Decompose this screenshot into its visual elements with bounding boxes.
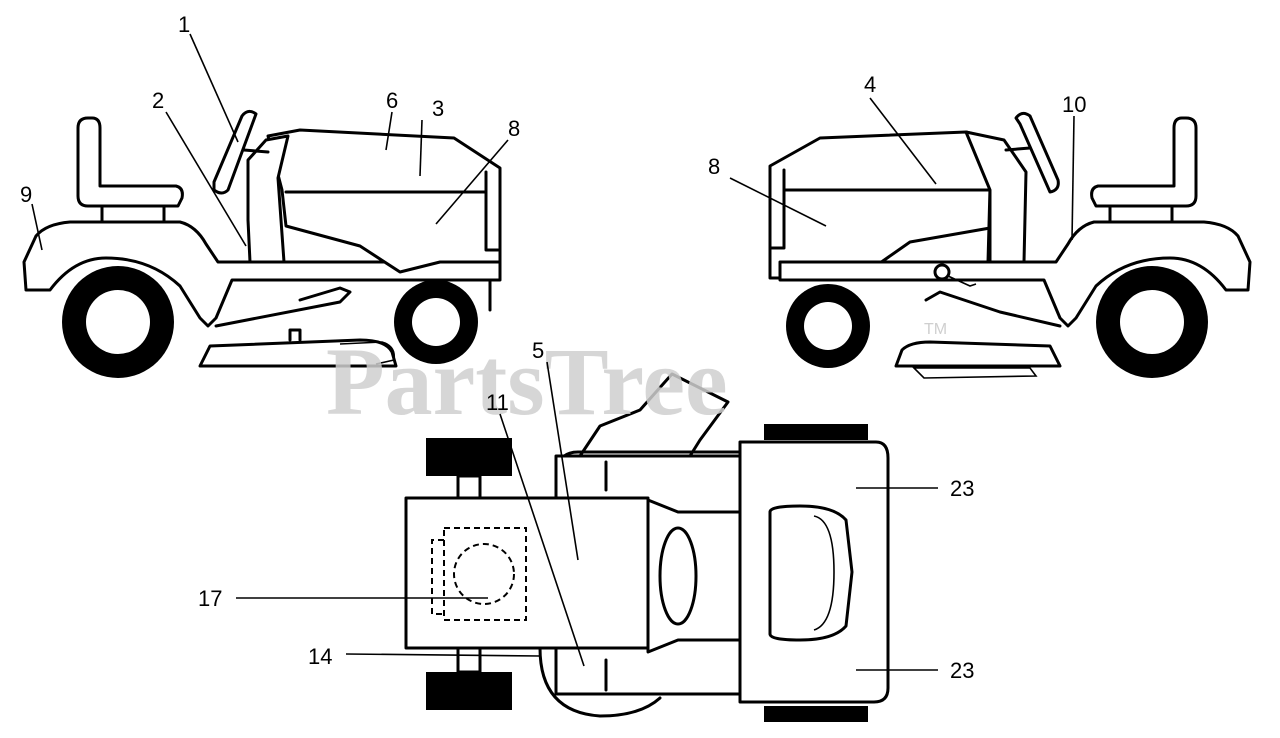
seat	[76, 116, 184, 208]
hood-right	[768, 130, 1006, 280]
callout-14: 14	[308, 644, 332, 669]
callout-9: 9	[20, 182, 32, 207]
callout-3: 3	[432, 96, 444, 121]
callout-6: 6	[386, 88, 398, 113]
steering-hub	[658, 526, 698, 626]
callout-1: 1	[178, 12, 190, 37]
rear-fender-right	[778, 220, 1252, 328]
callout-10: 10	[1062, 92, 1086, 117]
callout-23-top: 23	[950, 476, 974, 501]
dash-panel	[246, 134, 290, 264]
callout-8-right: 8	[708, 154, 720, 179]
mower-deck-right	[894, 340, 1062, 368]
watermark: PartsTree TM	[326, 321, 947, 435]
left-side-view	[22, 109, 502, 378]
rear-fender	[22, 220, 502, 328]
callout-4: 4	[864, 72, 876, 97]
hood	[266, 128, 502, 274]
callout-8-left: 8	[508, 116, 520, 141]
rear-tire-top	[426, 438, 512, 476]
callout-11: 11	[486, 390, 509, 415]
top-view	[404, 372, 890, 722]
steering-wheel	[212, 109, 258, 195]
callouts: 1 2 3 4 5 6 8 8 9 10 11 14 17 23 23	[20, 12, 1086, 683]
watermark-text: PartsTree	[326, 328, 728, 435]
callout-23-bottom: 23	[950, 658, 974, 683]
steering-wheel-right	[1014, 111, 1060, 194]
mower-deck	[198, 338, 398, 368]
seat-right	[1090, 116, 1198, 208]
watermark-tm: TM	[924, 321, 947, 338]
callout-17: 17	[198, 586, 222, 611]
seat-pan	[404, 496, 650, 650]
callout-5: 5	[532, 338, 544, 363]
rear-tire-bottom	[426, 672, 512, 710]
right-side-view	[768, 111, 1252, 379]
front-grille	[768, 504, 854, 642]
callout-2: 2	[152, 88, 164, 113]
leader-lines	[31, 33, 1075, 671]
